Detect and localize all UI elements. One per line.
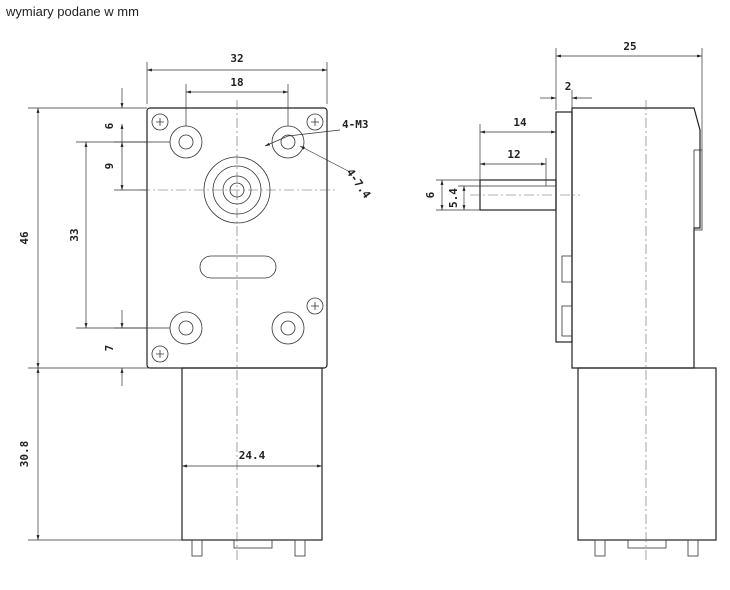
dim-shaft-length: 14 [513, 116, 527, 129]
dim-gearbox-height: 46 [18, 231, 31, 245]
side-lip [693, 149, 703, 231]
corner-screw [306, 113, 324, 131]
dim-hole-spacing-h: 18 [230, 76, 243, 89]
motor-terminal [687, 539, 699, 557]
dim-top-offset: 6 [103, 122, 116, 129]
motor-terminal [594, 539, 606, 557]
mounting-hole [169, 125, 203, 159]
dim-flange: 2 [565, 80, 572, 93]
corner-screw [306, 297, 324, 315]
caption: wymiary podane w mm [6, 4, 139, 19]
dim-hole-spacing-v: 33 [68, 228, 81, 241]
slot [199, 255, 277, 279]
front-view: 32 18 4-M3 4-7.4 46 30.8 33 6 9 7 24.4 [18, 52, 373, 560]
side-stud [561, 305, 573, 337]
dim-thread: 4-M3 [342, 118, 369, 131]
gearbox-side-body [571, 107, 701, 369]
face-plate [555, 111, 573, 343]
side-view: 25 2 14 12 6 5.4 [424, 40, 717, 560]
mounting-hole [169, 311, 203, 345]
dim-shaft-flat: 12 [507, 148, 520, 161]
motor-terminal [294, 539, 306, 557]
dim-shaft-flat-width: 5.4 [447, 188, 460, 208]
mounting-hole [271, 125, 305, 159]
dim-depth: 25 [623, 40, 636, 53]
dim-motor-width: 24.4 [239, 449, 266, 462]
motor-endcap [233, 539, 273, 549]
dim-bottom-offset: 7 [103, 345, 116, 352]
corner-screw [151, 345, 169, 363]
dim-width-top: 32 [230, 52, 243, 65]
motor-terminal [191, 539, 203, 557]
motor-endcap [627, 539, 667, 549]
dim-hole-diameter: 4-7.4 [344, 166, 374, 201]
mounting-hole [271, 311, 305, 345]
dim-motor-length: 30.8 [18, 441, 31, 468]
dim-shaft-offset: 9 [103, 163, 116, 170]
dim-shaft-diameter: 6 [424, 191, 437, 198]
side-stud [561, 255, 573, 283]
corner-screw [151, 113, 169, 131]
side-motor-body [577, 367, 717, 541]
